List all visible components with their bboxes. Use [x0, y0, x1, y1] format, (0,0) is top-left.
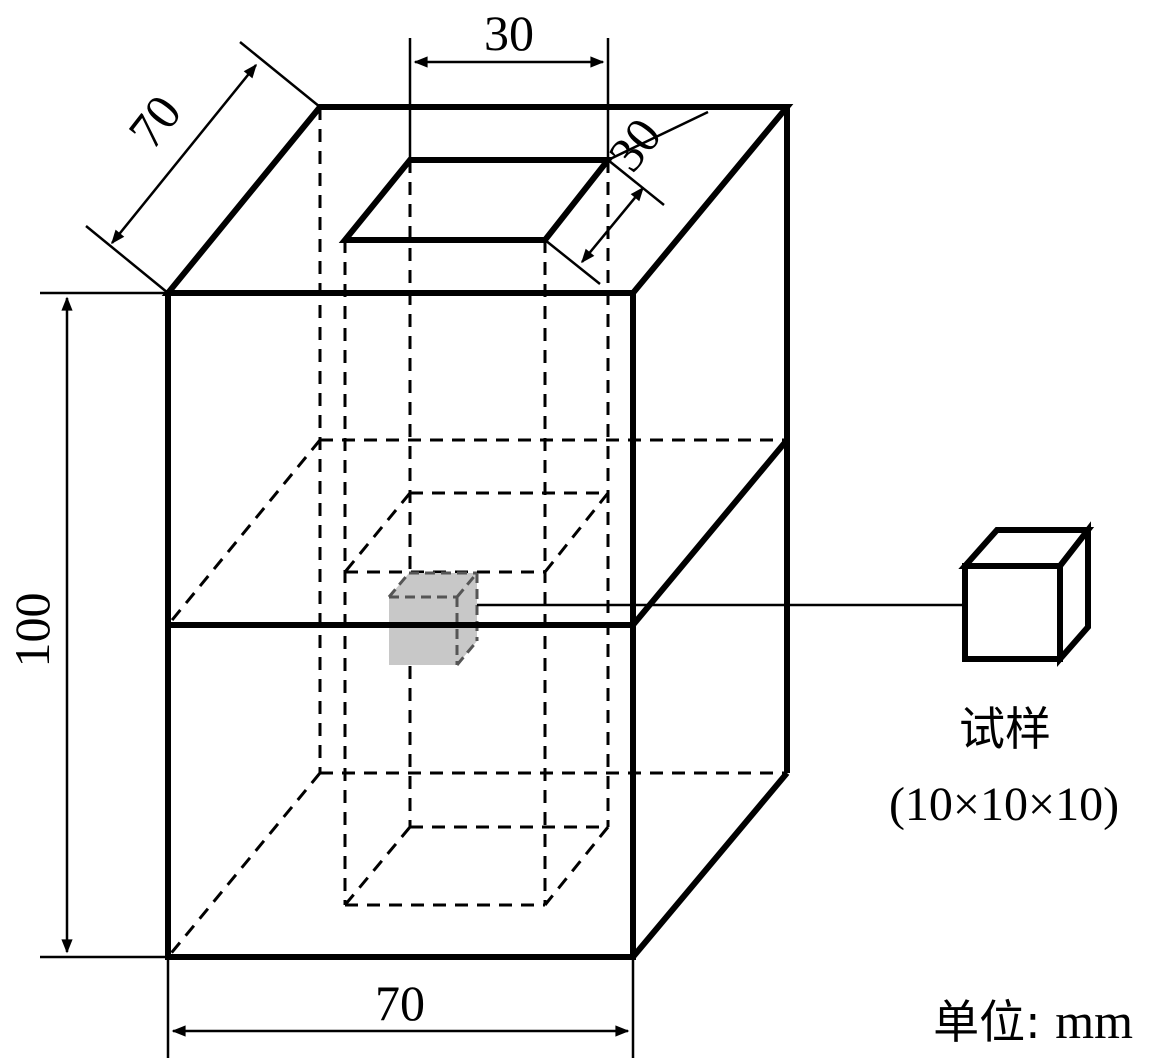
- unit-value: mm: [1055, 993, 1133, 1049]
- sample-label: 试样: [959, 702, 1051, 756]
- dim-outer-depth: 70: [117, 85, 192, 159]
- dim-outer-width: 70: [375, 975, 425, 1031]
- sample-cube-icon: [958, 521, 1095, 667]
- unit-caption: 单位: mm: [933, 993, 1133, 1049]
- dim-hole-width: 30: [484, 5, 534, 61]
- dim-outer-height: 100: [4, 593, 60, 668]
- sample-size: (10×10×10): [889, 778, 1119, 831]
- dimension-lines: [40, 38, 965, 1058]
- visible-edges: [161, 104, 794, 960]
- unit-label: 单位: [933, 995, 1025, 1049]
- unit-separator: :: [1025, 995, 1055, 1049]
- hidden-edges: [166, 107, 787, 958]
- sample-in-mold: [387, 571, 479, 666]
